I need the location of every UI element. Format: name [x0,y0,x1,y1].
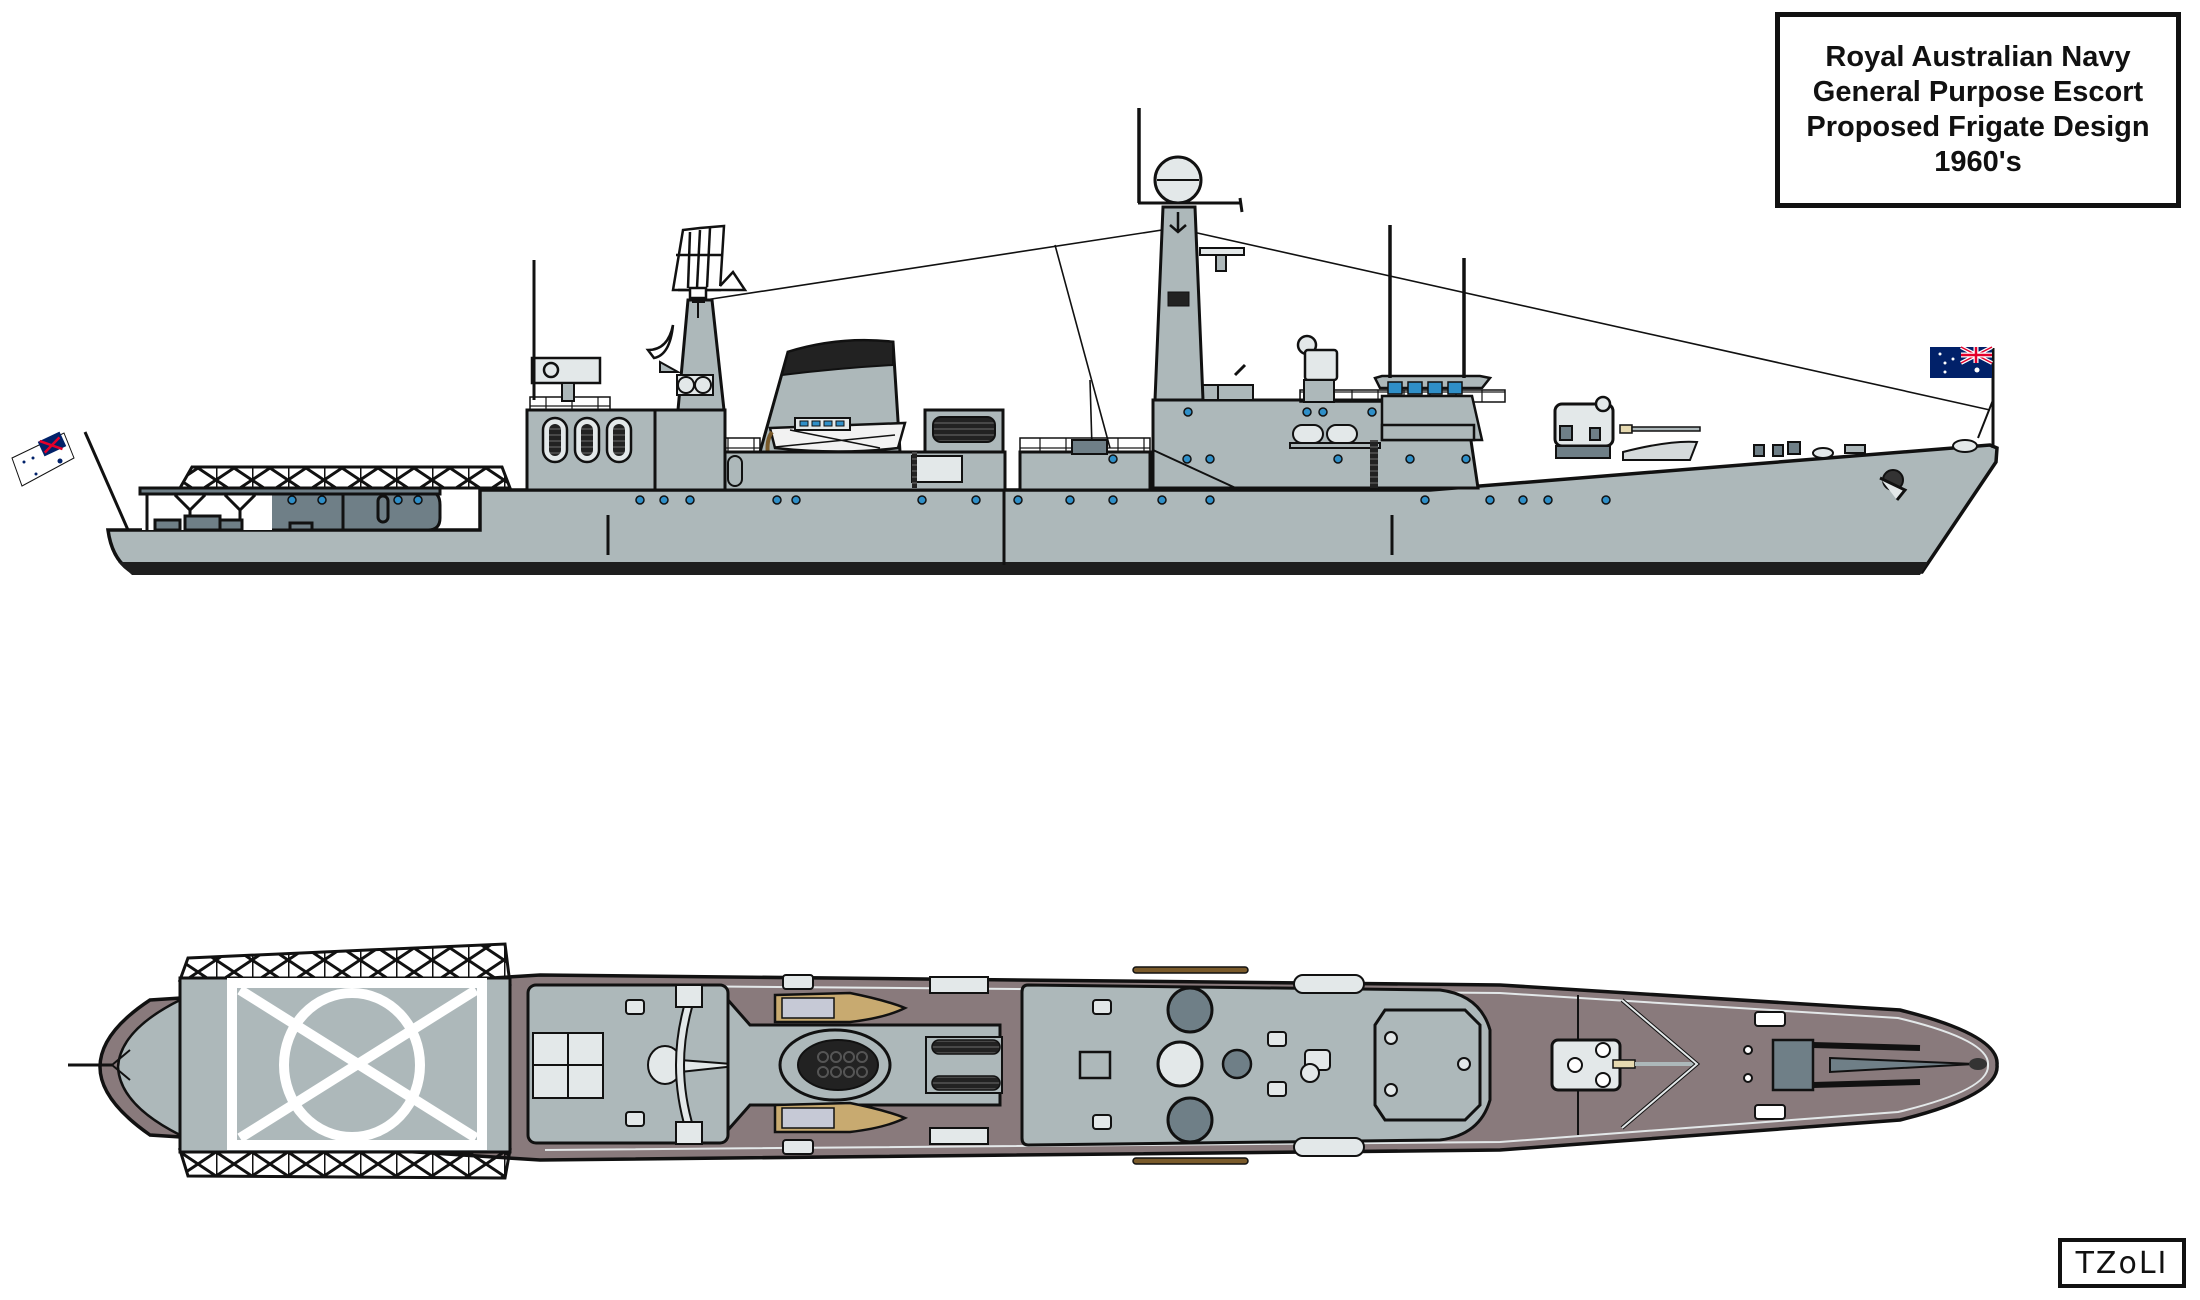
forward-superstructure-plan [1020,966,1492,1165]
anchor [1879,469,1908,501]
forward-superstructure [1151,225,1506,491]
foremast [1137,108,1245,402]
anchor-windlass [1771,1038,1987,1092]
title-line-era: 1960's [1934,146,2022,178]
helicopter-deck [177,942,512,1180]
bridge-windows [1387,381,1463,395]
bow-fittings [1753,439,1978,459]
air-search-radar [671,224,748,300]
top-plan-view [68,942,1999,1180]
title-block: Royal Australian Navy General Purpose Es… [1775,12,2181,208]
sea-boat [765,417,907,456]
funnel-plan [726,996,1003,1134]
funnel [758,338,907,456]
midships-deckhouse [723,408,1152,492]
portholes [287,407,1611,505]
boot-top [118,562,1928,575]
aft-superstructure-plan [526,983,746,1145]
foredeck-plan [1550,995,1987,1135]
stern-quarterdeck [116,997,182,1138]
rigging-wires [704,227,1991,449]
australian-flag [1930,345,1995,448]
title-line-design: Proposed Frigate Design [1806,111,2150,143]
sat-dish [645,324,675,360]
title-line-navy: Royal Australian Navy [1825,41,2131,73]
aft-superstructure [525,260,727,492]
white-ensign-flag [11,431,130,531]
helipad-marking [227,978,487,1150]
signature-text: TZoLI [2075,1245,2169,1281]
aft-lattice-mast [645,224,748,412]
main-gun-turret [1553,395,1701,461]
title-line-role: General Purpose Escort [1812,76,2144,108]
flight-deck-truss [177,465,513,490]
sea-boats-plan [773,974,989,1155]
artist-signature: TZoLI [2058,1238,2186,1288]
side-profile-view [11,108,1999,575]
radome-plan [1156,1040,1204,1088]
